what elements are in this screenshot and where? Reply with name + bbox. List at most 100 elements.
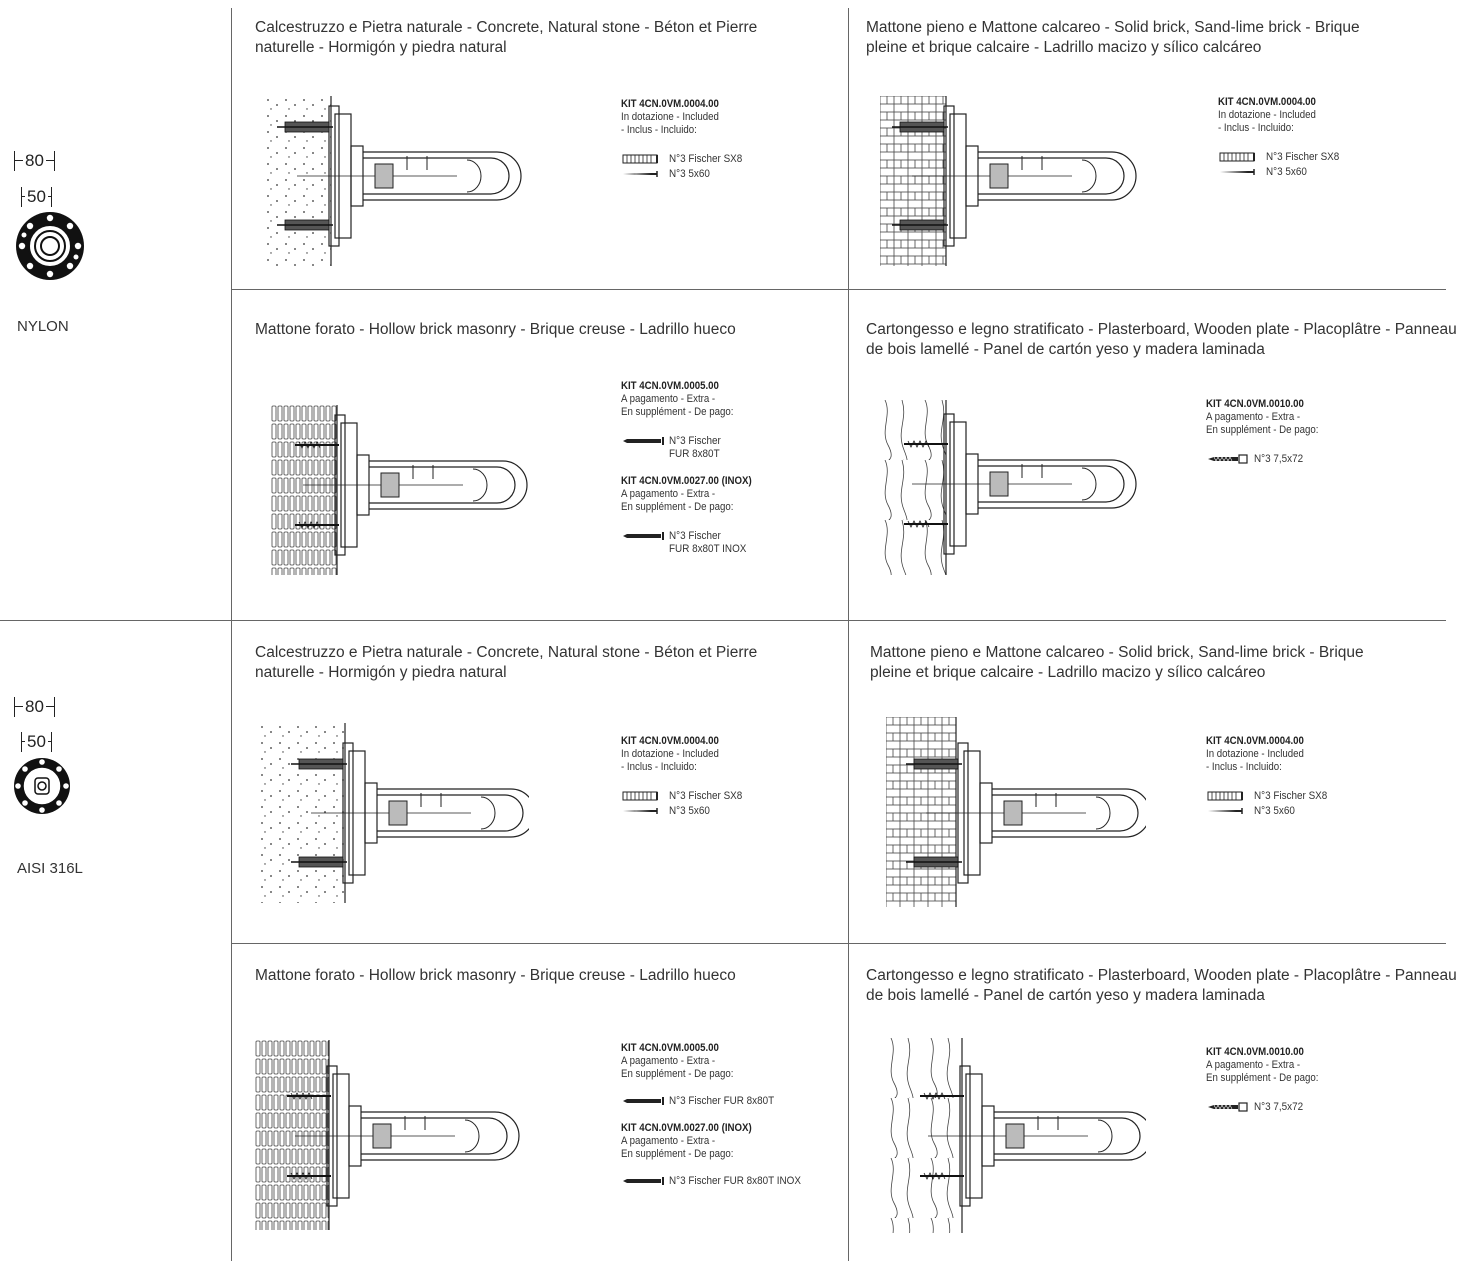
screw-icon xyxy=(622,170,658,178)
substrate-title: Mattone pieno e Mattone calcareo - Solid… xyxy=(870,644,1364,681)
kit-code: KIT 4CN.0VM.0027.00 (INOX) xyxy=(621,1122,752,1134)
kit-code: KIT 4CN.0VM.0004.00 xyxy=(1218,96,1316,108)
solid-brick-mounting-drawing xyxy=(880,96,1137,266)
mounting-cell-concrete-steel: Calcestruzzo e Pietra naturale - Concret… xyxy=(255,643,835,938)
kit-code: KIT 4CN.0VM.0010.00 xyxy=(1206,398,1304,410)
anchor-plug-icon xyxy=(1207,791,1243,801)
kit-note: A pagamento - Extra - xyxy=(621,1135,716,1147)
kit-note: En supplément - De pago: xyxy=(621,406,734,418)
column-divider-middle xyxy=(848,8,849,1261)
wood-screw-icon xyxy=(1207,1102,1248,1112)
kit-code: KIT 4CN.0VM.0010.00 xyxy=(1206,1046,1304,1058)
kit-info: KIT 4CN.0VM.0004.00 In dotazione - Inclu… xyxy=(1218,96,1418,193)
anchor-plug-icon xyxy=(622,791,658,801)
kit-note: A pagamento - Extra - xyxy=(621,488,716,500)
fixing-label: N°3 5x60 xyxy=(1266,166,1307,178)
mounting-cell-hollow-brick-steel: Mattone forato - Hollow brick masonry - … xyxy=(255,966,835,1256)
aisi-section: 80 50 AISI 316L xyxy=(0,620,230,1261)
nylon-cap-icon xyxy=(16,212,84,280)
plasterboard-mounting-drawing xyxy=(880,400,1137,575)
kit-note: - Inclus - Incluido: xyxy=(1206,761,1282,773)
solid-brick-mounting-drawing xyxy=(886,717,1146,907)
fixing-label: N°3 Fischer SX8 xyxy=(1266,151,1340,163)
kit-code: KIT 4CN.0VM.0005.00 xyxy=(621,380,719,392)
kit-note: En supplément - De pago: xyxy=(1206,424,1319,436)
long-anchor-icon xyxy=(622,1096,664,1106)
long-anchor-icon xyxy=(622,1176,664,1186)
kit-note: - Inclus - Incluido: xyxy=(1218,122,1294,134)
mounting-cell-plasterboard-nylon: Cartongesso e legno stratificato - Plast… xyxy=(866,320,1466,610)
anchor-plug-icon xyxy=(622,154,658,164)
hollow-brick-mounting-drawing xyxy=(271,405,528,575)
kit-code: KIT 4CN.0VM.0004.00 xyxy=(621,735,719,747)
kit-info: KIT 4CN.0VM.0004.00 In dotazione - Inclu… xyxy=(621,98,821,195)
hollow-brick-mounting-drawing xyxy=(255,1040,520,1230)
fixing-label: N°3 Fischer FUR 8x80T xyxy=(669,1095,775,1107)
fixing-label: N°3 Fischer SX8 xyxy=(1254,790,1328,802)
concrete-mounting-drawing xyxy=(259,723,529,903)
fixing-label: N°3 5x60 xyxy=(669,168,710,180)
kit-info: KIT 4CN.0VM.0004.00 In dotazione - Inclu… xyxy=(1206,735,1406,832)
row-divider-3 xyxy=(231,943,1446,944)
kit-info: KIT 4CN.0VM.0010.00 A pagamento - Extra … xyxy=(1206,398,1406,480)
plasterboard-mounting-drawing xyxy=(886,1038,1146,1233)
dimension-outer: 80 xyxy=(14,696,55,717)
nylon-section: 80 50 NYLON xyxy=(0,0,230,620)
screw-icon xyxy=(1219,168,1255,176)
substrate-title: Cartongesso e legno stratificato - Plast… xyxy=(866,967,1457,1004)
material-label: AISI 316L xyxy=(17,860,83,877)
mounting-cell-plasterboard-steel: Cartongesso e legno stratificato - Plast… xyxy=(866,966,1466,1256)
long-anchor-icon xyxy=(622,531,664,541)
kit-note: In dotazione - Included xyxy=(1218,109,1316,121)
kit-note: A pagamento - Extra - xyxy=(1206,1059,1301,1071)
kit-note: En supplément - De pago: xyxy=(621,1068,734,1080)
fixing-label: N°3 Fischer SX8 xyxy=(669,153,743,165)
kit-note: In dotazione - Included xyxy=(1206,748,1304,760)
material-label: NYLON xyxy=(17,318,69,335)
substrate-title: Calcestruzzo e Pietra naturale - Concret… xyxy=(255,644,758,681)
kit-note: In dotazione - Included xyxy=(621,111,719,123)
screw-icon xyxy=(1207,807,1243,815)
kit-info: KIT 4CN.0VM.0004.00 In dotazione - Inclu… xyxy=(621,735,821,832)
kit-note: A pagamento - Extra - xyxy=(621,1055,716,1067)
column-divider-left xyxy=(231,8,232,1261)
substrate-title: Cartongesso e legno stratificato - Plast… xyxy=(866,321,1457,358)
steel-cap-icon xyxy=(14,758,70,814)
substrate-title: Mattone forato - Hollow brick masonry - … xyxy=(255,321,736,338)
kit-info: KIT 4CN.0VM.0005.00 A pagamento - Extra … xyxy=(621,1042,841,1202)
concrete-mounting-drawing xyxy=(265,96,522,266)
kit-code: KIT 4CN.0VM.0004.00 xyxy=(1206,735,1304,747)
mounting-cell-hollow-brick-nylon: Mattone forato - Hollow brick masonry - … xyxy=(255,320,835,610)
kit-note: A pagamento - Extra - xyxy=(1206,411,1301,423)
dimension-outer: 80 xyxy=(14,150,55,171)
wood-screw-icon xyxy=(1207,454,1248,464)
substrate-title: Calcestruzzo e Pietra naturale - Concret… xyxy=(255,19,758,56)
fixing-label: N°3 5x60 xyxy=(1254,805,1295,817)
kit-code: KIT 4CN.0VM.0004.00 xyxy=(621,98,719,110)
kit-note: En supplément - De pago: xyxy=(621,1148,734,1160)
anchor-plug-icon xyxy=(1219,152,1255,162)
kit-code: KIT 4CN.0VM.0005.00 xyxy=(621,1042,719,1054)
fixing-label: N°3 Fischer FUR 8x80T INOX xyxy=(669,1175,801,1187)
fixing-label: N°3 7,5x72 xyxy=(1254,453,1304,465)
kit-code: KIT 4CN.0VM.0027.00 (INOX) xyxy=(621,475,752,487)
kit-info: KIT 4CN.0VM.0010.00 A pagamento - Extra … xyxy=(1206,1046,1406,1128)
kit-note: En supplément - De pago: xyxy=(621,501,734,513)
kit-note: A pagamento - Extra - xyxy=(621,393,716,405)
substrate-title: Mattone pieno e Mattone calcareo - Solid… xyxy=(866,19,1360,56)
section-divider xyxy=(0,620,1446,621)
mounting-cell-solid-brick-nylon: Mattone pieno e Mattone calcareo - Solid… xyxy=(866,18,1456,288)
kit-note: En supplément - De pago: xyxy=(1206,1072,1319,1084)
dimension-inner: 50 xyxy=(21,731,52,752)
substrate-title: Mattone forato - Hollow brick masonry - … xyxy=(255,967,736,984)
long-anchor-icon xyxy=(622,436,664,446)
fixing-label: N°3 Fischer SX8 xyxy=(669,790,743,802)
row-divider-1 xyxy=(231,289,1446,290)
mounting-cell-concrete-nylon: Calcestruzzo e Pietra naturale - Concret… xyxy=(255,18,835,288)
fixing-label: N°3 5x60 xyxy=(669,805,710,817)
kit-note: - Inclus - Incluido: xyxy=(621,124,697,136)
fixing-label: N°3 7,5x72 xyxy=(1254,1101,1304,1113)
mounting-cell-solid-brick-steel: Mattone pieno e Mattone calcareo - Solid… xyxy=(870,643,1460,938)
